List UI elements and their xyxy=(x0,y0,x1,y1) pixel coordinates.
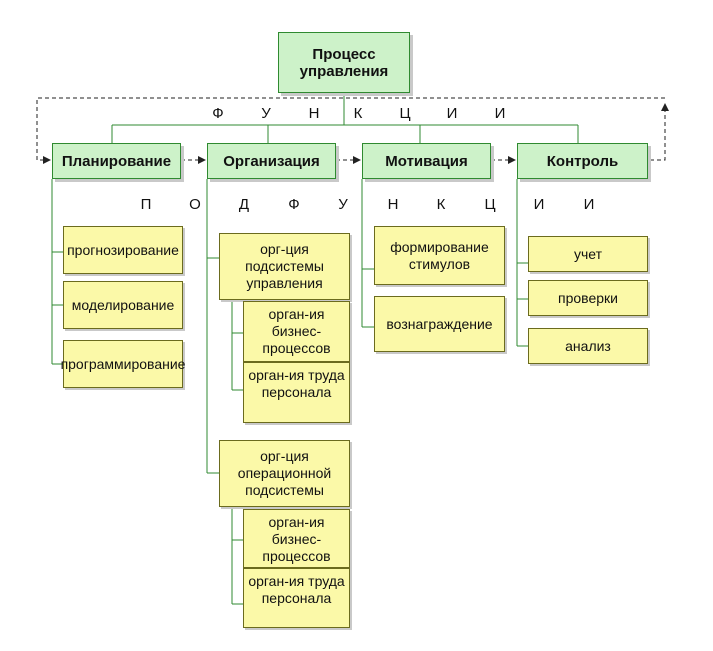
subfunction-group-box: орг-ция подсистемы управления xyxy=(219,233,350,300)
subfunction-box: программирование xyxy=(60,340,186,388)
subfunction-label: вознаграждение xyxy=(386,315,493,332)
subfunction-box: прогнозирование xyxy=(63,226,183,274)
functions-letter: Ф xyxy=(212,105,224,122)
function-box-motivation: Мотивация xyxy=(362,143,491,179)
function-label: Контроль xyxy=(546,152,619,170)
subfunction-box: орган-ия труда персонала xyxy=(243,362,350,423)
subfunction-box: моделирование xyxy=(63,281,183,329)
subfunction-box: орган-ия бизнес-процессов xyxy=(243,509,350,568)
functions-letter: К xyxy=(353,105,363,122)
subfunction-box: проверки xyxy=(528,280,648,316)
subfunction-label: орган-ия труда персонала xyxy=(248,573,345,606)
function-box-organization: Организация xyxy=(207,143,336,179)
subfunction-label: формирование стимулов xyxy=(390,238,489,272)
functions-letter: Ц xyxy=(399,105,411,122)
subfunctions-letter: Д xyxy=(238,196,250,213)
subfunction-box: орган-ия бизнес-процессов xyxy=(243,301,350,362)
root-process-label: Процесс управления xyxy=(299,45,389,80)
subfunction-label: программирование xyxy=(60,355,186,372)
function-box-planning: Планирование xyxy=(52,143,181,179)
root-process-box: Процесс управления xyxy=(278,32,410,93)
subfunction-box: орган-ия труда персонала xyxy=(243,568,350,628)
functions-letter: У xyxy=(261,105,271,122)
subfunctions-letter: К xyxy=(436,196,446,213)
subfunctions-letter: И xyxy=(533,196,545,213)
subfunctions-letter: Ц xyxy=(484,196,496,213)
subfunction-group-label: орг-ция операционной подсистемы xyxy=(237,448,332,498)
subfunctions-letter: П xyxy=(140,196,152,213)
subfunction-label: орган-ия бизнес-процессов xyxy=(262,306,331,356)
subfunction-group-label: орг-ция подсистемы управления xyxy=(245,241,324,291)
subfunction-label: анализ xyxy=(565,337,611,354)
functions-letter: И xyxy=(446,105,458,122)
function-box-control: Контроль xyxy=(517,143,648,179)
subfunction-label: прогнозирование xyxy=(67,241,179,258)
subfunction-group-box: орг-ция операционной подсистемы xyxy=(219,440,350,507)
subfunctions-letter: И xyxy=(583,196,595,213)
subfunction-box: вознаграждение xyxy=(374,296,505,352)
subfunction-box: формирование стимулов xyxy=(374,226,505,285)
functions-letter: Н xyxy=(308,105,320,122)
function-label: Мотивация xyxy=(385,152,468,170)
function-label: Планирование xyxy=(61,152,172,170)
subfunction-label: моделирование xyxy=(71,296,175,313)
subfunction-label: орган-ия труда персонала xyxy=(248,367,345,400)
functions-letter: И xyxy=(494,105,506,122)
subfunctions-letter: Н xyxy=(387,196,399,213)
subfunctions-letter: Ф xyxy=(288,196,300,213)
subfunctions-letter: О xyxy=(189,196,201,213)
subfunction-label: проверки xyxy=(558,289,618,306)
subfunctions-letter: У xyxy=(338,196,348,213)
subfunction-box: анализ xyxy=(528,328,648,364)
subfunction-box: учет xyxy=(528,236,648,272)
subfunction-label: орган-ия бизнес-процессов xyxy=(262,514,331,564)
subfunction-label: учет xyxy=(573,245,603,262)
function-label: Организация xyxy=(223,152,320,170)
